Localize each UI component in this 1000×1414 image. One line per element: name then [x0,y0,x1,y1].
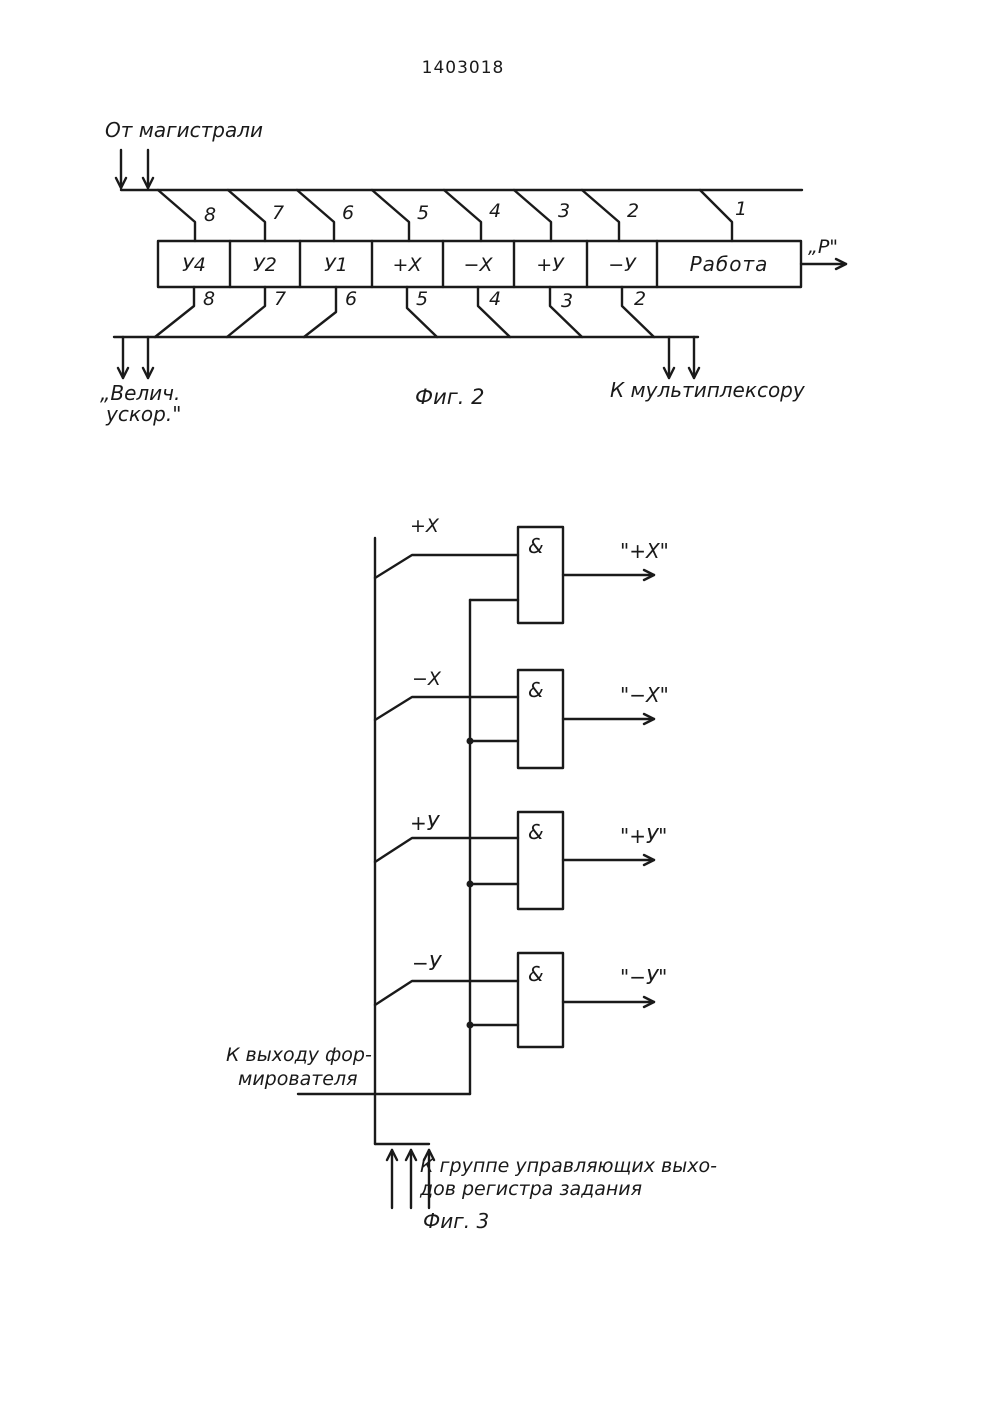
fig2-top-number: 7 [272,202,284,224]
fig2-cell-plus-y: +У [536,254,565,276]
fig2-top-number: 2 [627,200,639,222]
fig2-bottom-number: 2 [634,288,646,310]
fig2-top-number: 1 [735,198,747,220]
fig3-gate-symbol: & [528,678,544,702]
fig3-caption: Фиг. 3 [423,1209,489,1233]
fig3-output-label-plus-x: "+Х" [620,539,669,563]
fig2-output-p-label: „Р" [808,236,838,258]
fig3-group-label-line1: К группе управляющих выхо- [420,1155,717,1177]
fig2-diagram: От магистрали 8 7 6 5 4 3 2 1 [100,118,846,426]
fig3-output-label-minus-y: "−У" [620,965,667,989]
fig3-former-label-line2: мирователя [238,1068,358,1090]
fig2-left-output-label-line2: ускор." [105,402,181,426]
fig3-input-label-minus-x: −Х [412,668,442,690]
fig3-gate-symbol: & [528,534,544,558]
fig3-output-label-plus-y: "+У" [620,824,667,848]
fig2-top-number: 4 [489,200,501,222]
fig3-output-label-minus-x: "−Х" [620,683,669,707]
fig2-top-number: 3 [558,200,570,222]
fig2-cell-minus-x: −Х [464,254,494,276]
fig2-input-label: От магистрали [105,118,263,142]
fig2-bottom-number: 5 [416,288,428,310]
fig2-top-number: 5 [417,202,429,224]
fig3-former-label-line1: К выходу фор- [226,1044,372,1066]
fig2-bottom-number: 6 [345,288,357,310]
fig3-gate-symbol: & [528,820,544,844]
fig3-gate-symbol: & [528,962,544,986]
fig2-bottom-number: 8 [203,288,215,310]
fig2-cell-u4: У4 [182,254,206,276]
fig2-bottom-number: 3 [561,290,573,312]
fig2-cell-rabota: Работа [690,252,769,276]
fig2-cell-u2: У2 [253,254,277,276]
fig3-group-label-line2: дов регистра задания [419,1178,642,1200]
fig2-bottom-number: 4 [489,288,501,310]
fig3-input-label-plus-y: +У [410,811,441,835]
fig2-caption: Фиг. 2 [415,385,484,409]
fig3-input-label-minus-y: −У [412,951,443,975]
page-number: 1403018 [422,58,505,78]
fig2-right-output-label: К мультиплексору [610,378,806,402]
fig3-input-label-plus-x: +Х [410,515,440,537]
fig2-top-number: 8 [204,204,216,226]
fig3-diagram: & +Х "+Х" & −Х "−Х" & +У "+У" & [226,515,717,1233]
fig2-bottom-number: 7 [274,288,286,310]
fig2-cell-u1: У1 [324,254,348,276]
fig2-top-number: 6 [342,202,354,224]
fig2-cell-minus-y: −У [608,254,637,276]
fig2-cell-plus-x: +Х [393,254,423,276]
